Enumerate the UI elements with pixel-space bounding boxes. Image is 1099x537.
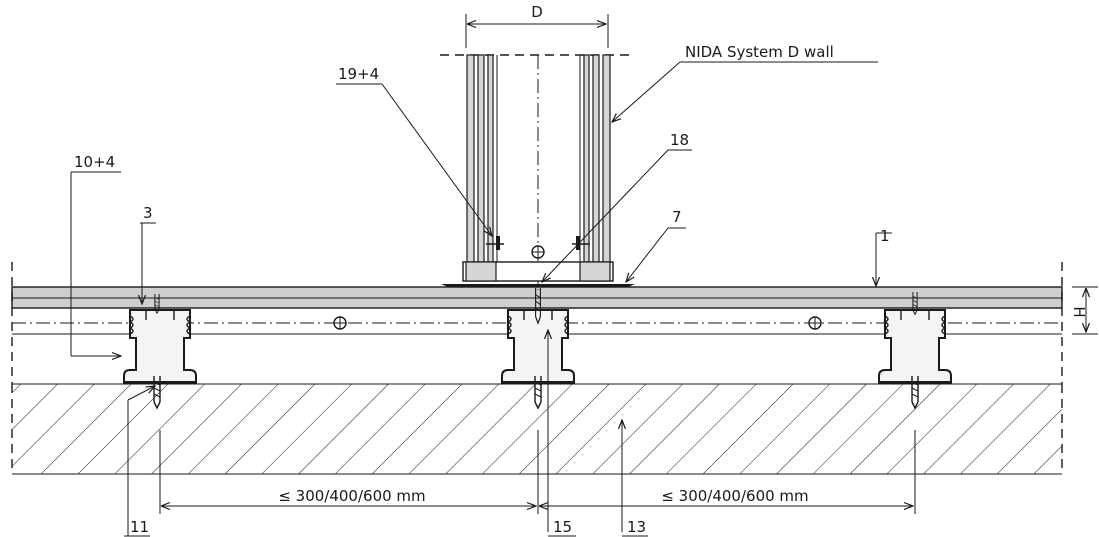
callout-15: 15 — [553, 518, 572, 536]
callout-7: 7 — [672, 208, 682, 226]
dimension-h: H — [1070, 286, 1098, 335]
callout-11: 11 — [130, 518, 149, 536]
callout-19-4: 19+4 — [338, 65, 379, 83]
system-d-wall — [440, 54, 635, 290]
callout-13: 13 — [627, 518, 646, 536]
spacing-dimensions: ≤ 300/400/600 mm ≤ 300/400/600 mm — [159, 430, 916, 514]
section-markers — [333, 245, 822, 330]
concrete-slab — [11, 383, 1063, 475]
callout-wall-name: NIDA System D wall — [685, 43, 834, 61]
callout-1: 1 — [880, 227, 890, 245]
dimension-h-label: H — [1070, 306, 1088, 317]
dimension-d-label: D — [531, 3, 543, 21]
dimension-d: D — [465, 3, 609, 48]
callout-3: 3 — [143, 204, 153, 222]
callouts: NIDA System D wall 19+4 18 10+4 3 7 1 11… — [70, 43, 892, 537]
callout-10-4: 10+4 — [74, 153, 115, 171]
spacing-left-label: ≤ 300/400/600 mm — [278, 487, 425, 505]
callout-18: 18 — [670, 131, 689, 149]
spacing-right-label: ≤ 300/400/600 mm — [661, 487, 808, 505]
